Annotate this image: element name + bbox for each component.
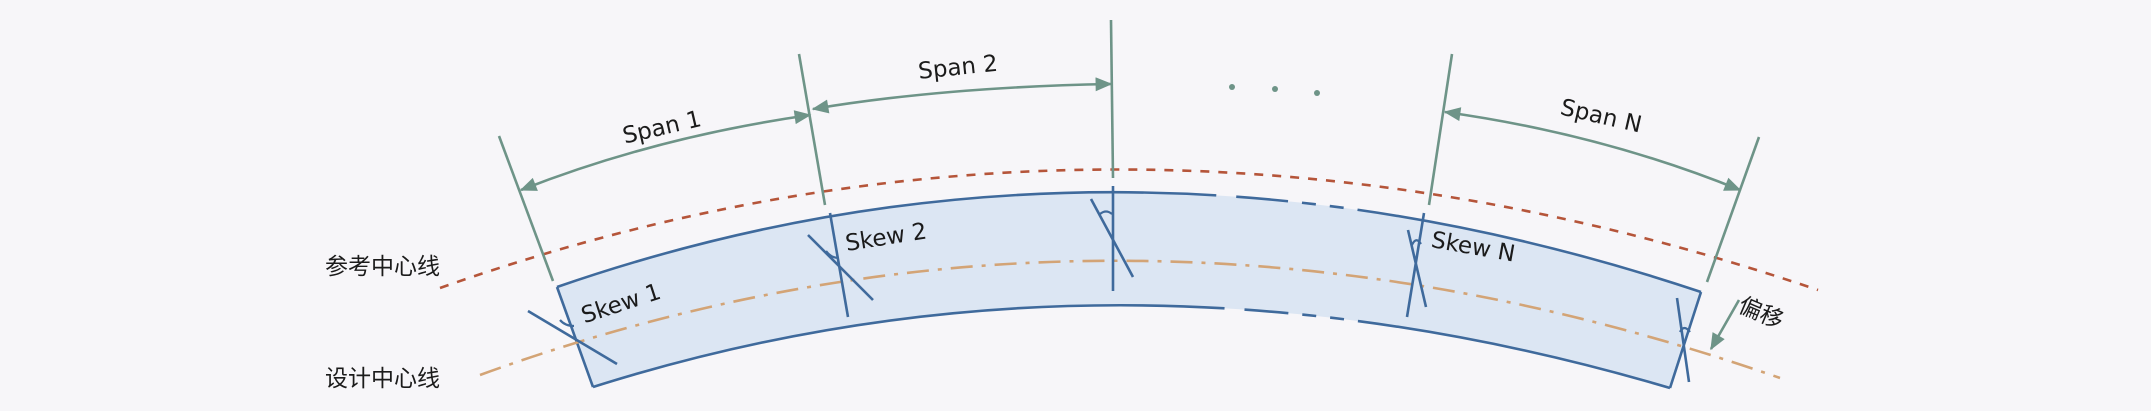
deck-left-edge — [555, 286, 595, 388]
skew-line-1 — [527, 309, 618, 366]
design-centerline — [479, 259, 1781, 380]
ellipsis-dot-3 — [1314, 90, 1320, 96]
span-n-dimension-arrow — [1443, 107, 1742, 192]
span-1-dimension-arrow — [519, 110, 812, 192]
skew-angle-arc-2 — [825, 250, 840, 260]
reference-centerline-label: 参考中心线 — [325, 254, 440, 280]
span-2-dimension-arrow — [811, 77, 1113, 114]
span-n-label: Span N — [1558, 95, 1644, 139]
span-2-label: Span 2 — [917, 51, 999, 85]
design-centerline-label: 设计中心线 — [325, 366, 440, 392]
skew-angle-arc-3 — [1099, 210, 1113, 215]
extension-line-n — [1427, 53, 1454, 206]
deck-right-edge — [1668, 291, 1703, 389]
extension-line-end — [1705, 136, 1761, 283]
skew-line-end — [1675, 297, 1691, 383]
extension-line-1 — [497, 135, 555, 282]
deck-bottom-edge — [592, 303, 1671, 390]
ellipsis-dot-2 — [1272, 86, 1278, 92]
skew-line-n — [1406, 229, 1428, 308]
offset-label: 偏移 — [1734, 293, 1787, 335]
skew-angle-arc-end — [1679, 326, 1691, 333]
skew-line-2 — [807, 234, 874, 301]
skew-line-3 — [1089, 198, 1135, 278]
extension-line-2 — [797, 53, 827, 206]
offset-dimension-arrow — [1709, 299, 1741, 351]
span-1-label: Span 1 — [620, 106, 704, 149]
deck-top-edge — [556, 190, 1702, 294]
bridge-deck — [557, 192, 1701, 388]
skew-angle-arc-n — [1410, 239, 1422, 246]
ellipsis-dot-1 — [1229, 84, 1235, 90]
extension-line-3 — [1109, 19, 1115, 179]
skew-angle-arc-1 — [559, 319, 575, 328]
